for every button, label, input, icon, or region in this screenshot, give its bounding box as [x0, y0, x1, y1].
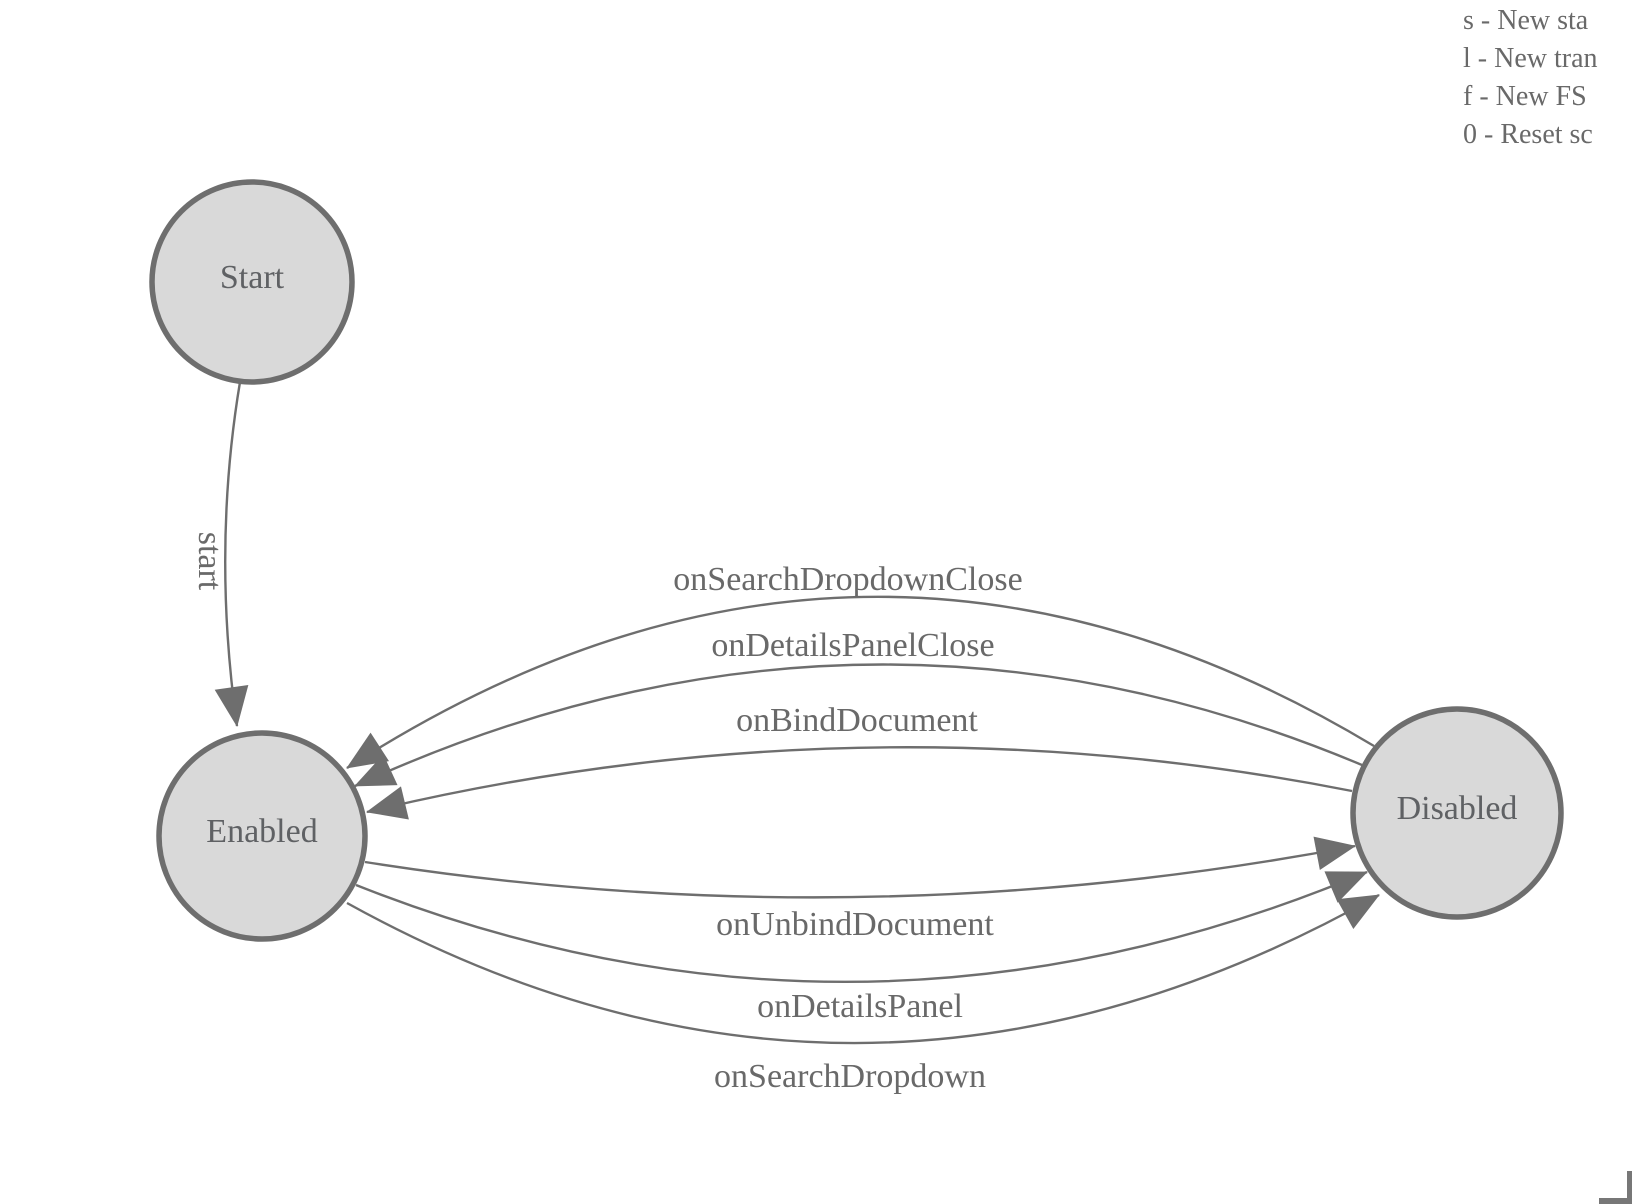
state-label-start: Start [220, 259, 285, 296]
state-label-disabled: Disabled [1397, 790, 1518, 827]
edge-on-unbind-document[interactable] [364, 836, 1356, 899]
edge-label-on-search-dropdown-close: onSearchDropdownClose [673, 561, 1022, 598]
edge-on-details-panel-close[interactable] [354, 663, 1363, 788]
edge-start[interactable] [214, 381, 249, 727]
edge-label-on-bind-document: onBindDocument [736, 702, 978, 739]
legend-line-new-state: s - New sta [1463, 5, 1589, 36]
legend-line-reset: 0 - Reset sc [1463, 119, 1593, 150]
state-node-disabled[interactable] [1350, 706, 1564, 920]
edge-label-on-details-panel-close: onDetailsPanelClose [711, 627, 994, 664]
edge-label-start: start [191, 532, 228, 591]
edge-label-on-search-dropdown: onSearchDropdown [714, 1058, 986, 1095]
edge-on-details-panel[interactable] [355, 870, 1368, 984]
legend-line-new-transition: l - New tran [1463, 43, 1598, 74]
edge-on-search-dropdown[interactable] [346, 893, 1380, 1045]
shortcut-legend: s - New sta l - New tran f - New FS 0 - … [1463, 2, 1598, 154]
edge-on-bind-document[interactable] [366, 746, 1353, 820]
legend-line-new-fsm: f - New FS [1463, 81, 1587, 112]
edge-label-on-unbind-document: onUnbindDocument [716, 906, 994, 943]
edge-label-on-details-panel: onDetailsPanel [757, 988, 963, 1025]
edge-on-search-dropdown-close[interactable] [346, 595, 1375, 770]
state-label-enabled: Enabled [206, 813, 317, 850]
clipped-rectangle-corner-horizontal [1599, 1198, 1632, 1204]
state-node-start[interactable] [149, 179, 355, 385]
clipped-rectangle-corner-vertical [1627, 1171, 1632, 1204]
state-node-enabled[interactable] [156, 730, 368, 942]
